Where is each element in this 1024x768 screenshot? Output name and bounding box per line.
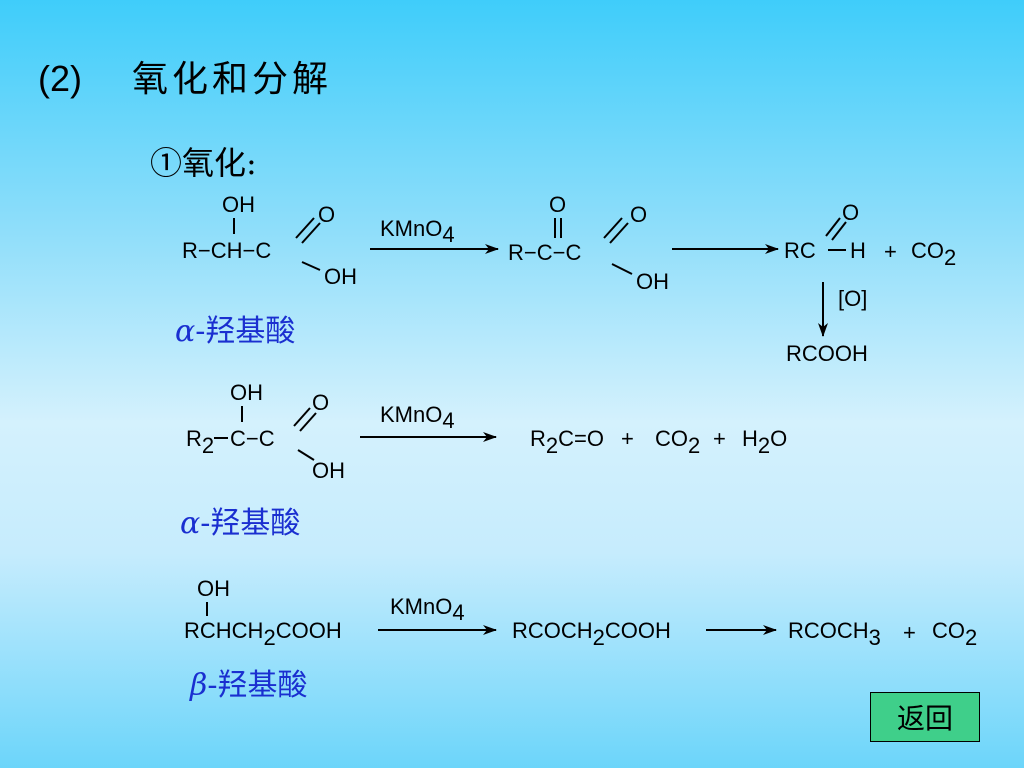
product-3: RCOCH3 + CO2 [788, 618, 977, 650]
r2: R2 [186, 426, 214, 458]
product-2: R2C=O + CO2 + H2O [530, 426, 787, 458]
bond [611, 263, 633, 275]
chain: R−CH−C [182, 238, 271, 263]
reagent: KMnO4 [380, 402, 455, 433]
aldehyde: RC [784, 238, 816, 263]
heading-number: (2) [38, 58, 82, 99]
subheading-oxidation: ①氧化: [150, 144, 257, 182]
back-button[interactable]: 返回 [870, 692, 980, 742]
co2: CO2 [911, 238, 956, 270]
co2: CO2 [932, 618, 977, 650]
product-1: RC O H + CO2 [784, 200, 956, 270]
double-bond [293, 407, 311, 427]
ketone: R2C=O [530, 426, 604, 458]
reactant-3: OH RCHCH2COOH [184, 576, 342, 650]
label-alpha-hydroxy-acid-2: α-羟基酸 [180, 506, 301, 541]
reaction-1: OH R−CH−C O OH KMnO4 O R−C−C O OH RC [182, 192, 956, 366]
double-bond [825, 217, 841, 237]
oh: OH [324, 264, 357, 289]
double-bond [301, 222, 321, 244]
final-product: RCOOH [786, 341, 868, 366]
oh-top: OH [230, 380, 263, 405]
bond [297, 449, 315, 461]
double-bond [299, 412, 317, 432]
oh: OH [312, 458, 345, 483]
ketone: RCOCH3 [788, 618, 881, 650]
oh-top: OH [222, 192, 255, 217]
chain: R−C−C [508, 240, 581, 265]
bond [301, 261, 321, 271]
aldehyde-o: O [842, 200, 859, 225]
oxidant: [O] [838, 286, 867, 311]
carbonyl-o: O [312, 390, 329, 415]
double-bond [603, 217, 623, 239]
water: H2O [742, 426, 787, 458]
reaction-3: OH RCHCH2COOH KMnO4 RCOCH2COOH RCOCH3 + … [184, 576, 977, 650]
chain: C−C [230, 426, 275, 451]
plus: + [884, 239, 897, 264]
intermediate-3: RCOCH2COOH [512, 618, 671, 650]
reactant-2: OH R2 C−C O OH [186, 380, 345, 483]
oxo-o: O [549, 192, 566, 217]
reactant-1: OH R−CH−C O OH [182, 192, 357, 289]
carbonyl-o: O [630, 202, 647, 227]
reagent: KMnO4 [380, 216, 455, 247]
label-alpha-hydroxy-acid: α-羟基酸 [175, 314, 296, 349]
slide-heading: (2) 氧化和分解 [38, 50, 332, 102]
plus: + [713, 426, 726, 451]
oh-top: OH [197, 576, 230, 601]
reagent: KMnO4 [390, 594, 465, 625]
intermediate-1: O R−C−C O OH [508, 192, 669, 294]
heading-title: 氧化和分解 [132, 59, 333, 100]
double-bond [609, 222, 629, 244]
plus: + [621, 426, 634, 451]
double-bond [295, 217, 315, 239]
formula: RCHCH2COOH [184, 618, 342, 650]
oh: OH [636, 269, 669, 294]
label-beta-hydroxy-acid: β-羟基酸 [190, 668, 308, 703]
aldehyde-h: H [850, 238, 866, 263]
double-bond [831, 221, 847, 241]
co2: CO2 [655, 426, 700, 458]
reaction-2: OH R2 C−C O OH KMnO4 R2C=O + CO2 + H2O [186, 380, 787, 483]
carbonyl-o: O [318, 202, 335, 227]
plus: + [903, 620, 916, 645]
